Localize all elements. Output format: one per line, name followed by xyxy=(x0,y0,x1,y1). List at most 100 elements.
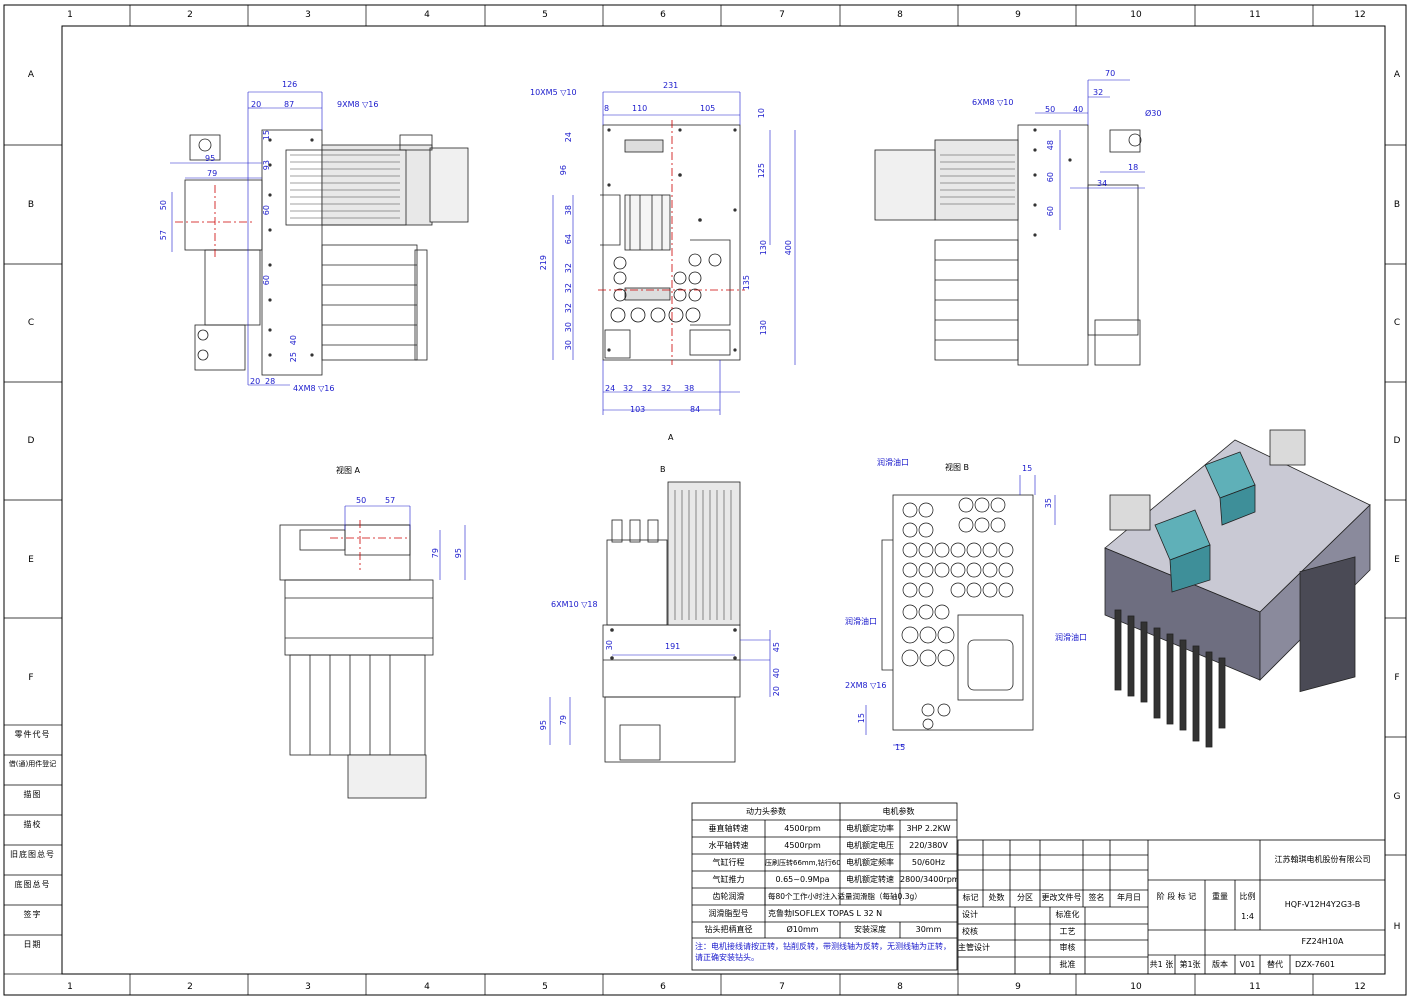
dim: 135 xyxy=(742,275,751,291)
role-approve: 批准 xyxy=(1059,960,1076,969)
zone-left-a: A xyxy=(27,70,35,80)
power-head-header: 动力头参数 xyxy=(746,807,786,816)
dim: 15 xyxy=(1022,464,1033,473)
dim: 60 xyxy=(1046,206,1055,217)
view-front-dim-lines xyxy=(552,91,796,415)
dim: 130 xyxy=(759,320,768,336)
dim: 30 xyxy=(564,322,573,333)
dim: 231 xyxy=(663,81,679,90)
dim: 400 xyxy=(784,240,793,256)
stage-mark-label: 阶 段 标 记 xyxy=(1156,892,1197,901)
zone-top-7: 7 xyxy=(779,10,785,20)
dim: 79 xyxy=(431,548,440,559)
dim: 28 xyxy=(265,377,276,386)
zone-right-f: F xyxy=(1394,673,1400,683)
dim: 219 xyxy=(539,255,548,271)
side-row-date: 日期 xyxy=(23,940,42,949)
lube-port-note: 润滑油口 xyxy=(845,617,877,626)
zone-right-b: B xyxy=(1393,200,1401,210)
replace-label: 替代 xyxy=(1267,960,1283,969)
thread-note: 10XM5 ▽10 xyxy=(530,88,577,97)
zone-bottom-10: 10 xyxy=(1130,982,1142,992)
zone-bottom-5: 5 xyxy=(542,982,548,992)
zone-bottom-3: 3 xyxy=(305,982,311,992)
dim: 34 xyxy=(1097,179,1108,188)
zone-top-6: 6 xyxy=(660,10,666,20)
rev-header-count: 处数 xyxy=(988,893,1005,902)
role-review: 审核 xyxy=(1059,943,1076,952)
param-value: 50/60Hz xyxy=(911,858,946,867)
dim: 87 xyxy=(284,100,295,109)
dim: 32 xyxy=(1093,88,1104,97)
replace-value: DZX-7601 xyxy=(1295,960,1335,969)
zone-top-4: 4 xyxy=(424,10,430,20)
param-label: 垂直轴转速 xyxy=(708,824,749,833)
role-process: 工艺 xyxy=(1059,927,1076,936)
zone-top-3: 3 xyxy=(305,10,311,20)
zone-bottom-8: 8 xyxy=(897,982,903,992)
rev-header-mark: 标记 xyxy=(962,893,979,902)
dim: 38 xyxy=(564,205,573,216)
dim: 20 xyxy=(772,686,781,697)
side-row-trace: 描图 xyxy=(23,790,42,799)
dim: 30 xyxy=(605,640,614,651)
param-label: 气缸行程 xyxy=(712,858,745,867)
side-row-borrowed: 借(通)用件登记 xyxy=(8,760,57,768)
dim: 24 xyxy=(564,132,573,143)
view-left-side xyxy=(175,129,469,376)
left-record-table xyxy=(3,724,63,975)
title-block-lines xyxy=(957,839,1386,975)
dim: 40 xyxy=(1073,105,1084,114)
dim: 95 xyxy=(205,154,216,163)
dim: 18 xyxy=(1128,163,1139,172)
dim: 48 xyxy=(1046,140,1055,151)
param-label: 电机额定转速 xyxy=(846,875,894,884)
view-a-dim-lines xyxy=(344,505,466,580)
param-label: 气缸推力 xyxy=(712,875,745,884)
dim: 95 xyxy=(454,548,463,559)
gear-lube-label: 齿轮润滑 xyxy=(712,892,745,901)
zone-bottom-1: 1 xyxy=(67,982,73,992)
zone-ticks xyxy=(4,5,1406,995)
dim: 130 xyxy=(759,240,768,256)
dim: 103 xyxy=(630,405,646,414)
dim: 125 xyxy=(757,163,766,179)
dim: 32 xyxy=(564,263,573,274)
role-check: 校核 xyxy=(962,927,978,936)
scale-value: 1:4 xyxy=(1241,912,1254,921)
dim: 84 xyxy=(690,405,701,414)
wiring-note: 注：电机接线请按正转，钻削反转，带测线轴为反转，无测线轴为正转，请正确安装钻头。 xyxy=(695,942,951,962)
dim: 38 xyxy=(684,384,695,393)
zone-left-e: E xyxy=(28,555,34,565)
dim: 126 xyxy=(282,80,298,89)
dim: 60 xyxy=(1046,172,1055,183)
dim: 79 xyxy=(559,715,568,726)
zone-top-2: 2 xyxy=(187,10,193,20)
param-label: 电机额定电压 xyxy=(846,841,894,850)
dim: 10 xyxy=(757,108,766,119)
zone-right-d: D xyxy=(1393,436,1401,446)
param-label: 电机额定频率 xyxy=(846,858,894,867)
dim: 60 xyxy=(262,275,271,286)
dim: 57 xyxy=(385,496,396,505)
version-value: V01 xyxy=(1239,960,1256,969)
view-b-bottom-dim-lines xyxy=(865,475,1056,746)
dim: 70 xyxy=(1105,69,1116,78)
dim: 8 xyxy=(604,104,610,113)
zone-right-c: C xyxy=(1393,318,1401,328)
zone-top-12: 12 xyxy=(1354,10,1366,20)
param-table-lines xyxy=(691,802,958,971)
dim: 40 xyxy=(772,668,781,679)
side-row-old-base: 旧底图总号 xyxy=(10,850,55,859)
view-right-side xyxy=(874,124,1142,366)
sheet-total: 共1 张 xyxy=(1149,960,1174,969)
thread-note: 6XM8 ▽10 xyxy=(972,98,1014,107)
dim: Ø30 xyxy=(1145,109,1162,118)
version-label: 版本 xyxy=(1212,960,1228,969)
dim: 93 xyxy=(262,160,271,171)
zone-top-10: 10 xyxy=(1130,10,1142,20)
param-label: 电机额定功率 xyxy=(846,824,894,833)
zone-bottom-12: 12 xyxy=(1354,982,1366,992)
zone-top-8: 8 xyxy=(897,10,903,20)
grease-type-value: 克鲁勃ISOFLEX TOPAS L 32 N xyxy=(768,909,883,918)
